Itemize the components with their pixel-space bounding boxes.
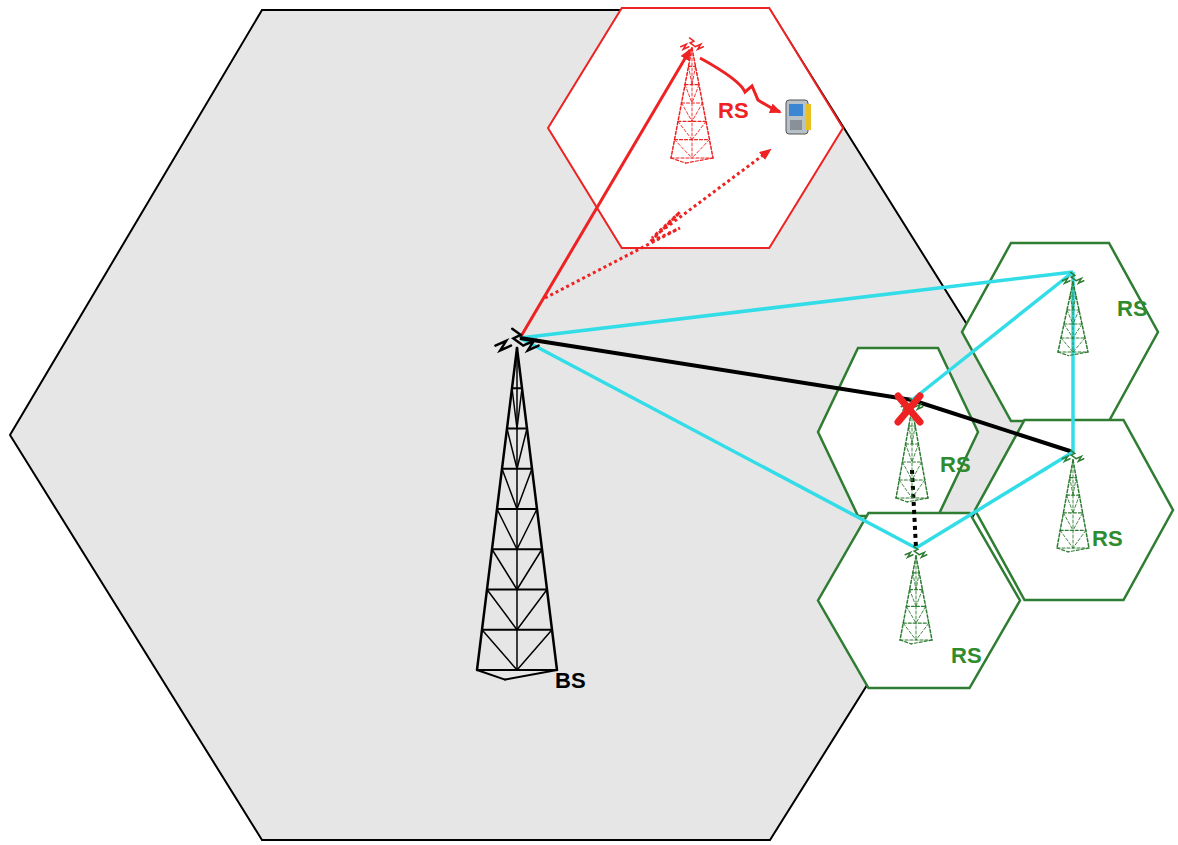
rs-cell: RS [818, 513, 1020, 688]
hexagon-outline [818, 513, 1020, 688]
hexagon-outline [10, 10, 1030, 840]
relay-label: RS [940, 454, 971, 476]
rs-cell: RS [818, 348, 978, 516]
rs-cell: RS [975, 420, 1173, 600]
hexagon-outline [975, 420, 1173, 600]
bs-cell: BS [10, 10, 1030, 840]
rs-cell: RS [548, 8, 843, 248]
relay-label: RS [718, 100, 749, 122]
station-label: BS [555, 670, 586, 692]
relay-label: RS [951, 645, 982, 667]
hexagon-outline [548, 8, 843, 248]
relay-label: RS [1092, 528, 1123, 550]
relay-label: RS [1117, 298, 1148, 320]
hexagon-outline [962, 243, 1158, 421]
radio-link [1071, 272, 1075, 452]
rs-cell: RS [962, 243, 1158, 421]
hexagon-outline [818, 348, 978, 516]
phone-icon [786, 100, 811, 134]
